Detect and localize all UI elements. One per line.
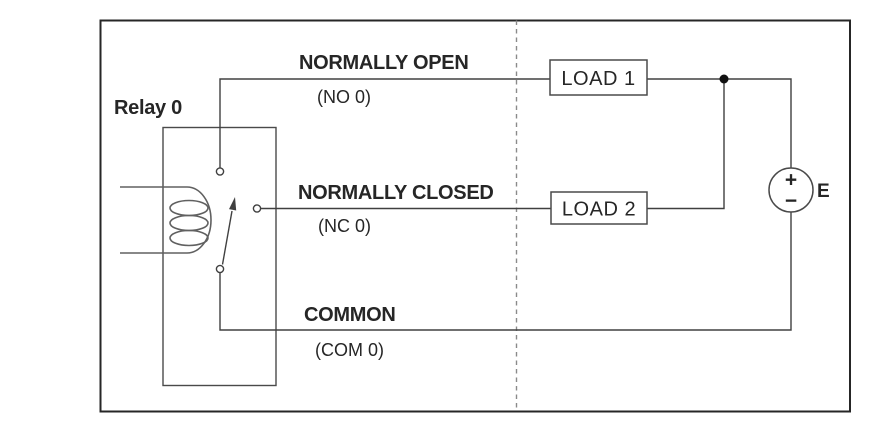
switch-arrow-icon [229,197,237,211]
label-nc-code: (NC 0) [318,216,371,236]
label-no-code: (NO 0) [317,87,371,107]
label-normally-closed: NORMALLY CLOSED [298,182,494,204]
voltage-source-circle [768,167,814,213]
label-common: COMMON [304,304,396,326]
coil-loop-1 [169,199,209,217]
load1-box [549,59,648,96]
wire-no-left [219,78,550,168]
contact-nc [252,204,262,213]
coil-envelope-arc [186,186,212,254]
coil-loop-3 [169,229,209,247]
wire-normally-open [219,78,792,168]
junction-dot [719,74,729,84]
wire-common [219,212,792,331]
load2-box [550,191,648,225]
enclosure-border [99,19,851,413]
voltage-source-minus: − [785,190,797,213]
switch-arm-line [221,210,233,265]
voltage-source-plus: + [785,169,797,192]
switch-armature [221,197,237,265]
voltage-source: + − E [768,167,830,213]
label-normally-open: NORMALLY OPEN [299,52,468,74]
relay-coil-symbol [120,186,212,254]
coil-loop-2 [169,214,209,232]
contact-common [215,264,225,274]
wire-normally-closed [260,79,725,210]
label-com-code: (COM 0) [315,340,384,360]
wire-nc-right [647,79,725,210]
contact-no [215,167,225,176]
wire-no-right [647,78,792,168]
load1-label: LOAD 1 [561,68,635,90]
load2-label: LOAD 2 [562,199,636,221]
voltage-source-label: E [817,181,830,202]
relay-label: Relay 0 [114,97,182,119]
